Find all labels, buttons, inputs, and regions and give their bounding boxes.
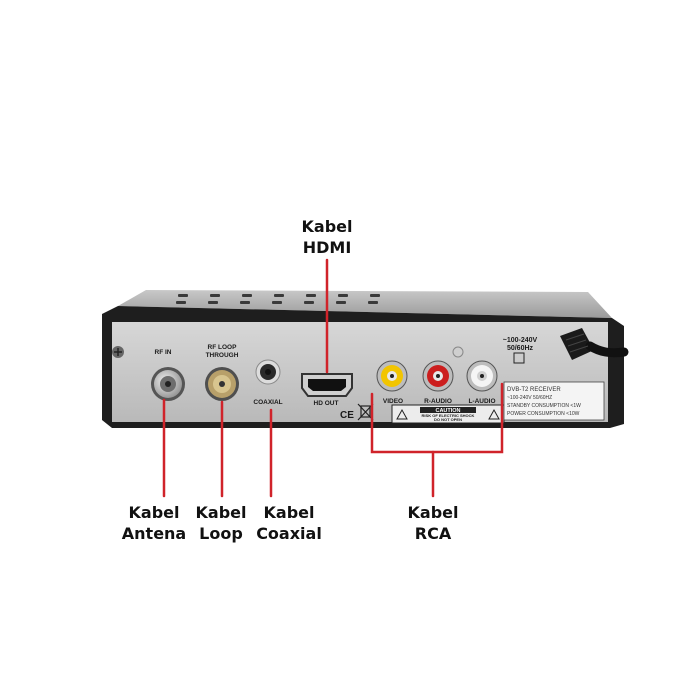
vent-slots xyxy=(176,294,380,304)
power-label-1: ~100-240V xyxy=(503,337,538,344)
rca-r-audio-jack xyxy=(422,360,454,392)
kabel-hdmi-line2: HDMI xyxy=(302,238,352,257)
kabel-hdmi-callout: Kabel HDMI xyxy=(287,216,367,258)
caution-sub-1: RISK OF ELECTRIC SHOCK xyxy=(422,413,475,418)
kabel-coaxial-callout: Kabel Coaxial xyxy=(244,502,334,544)
rf-loop-connector xyxy=(205,367,239,401)
kabel-hdmi-line1: Kabel xyxy=(301,217,353,236)
rf-in-label: RF IN xyxy=(155,349,172,356)
r-audio-label: R-AUDIO xyxy=(424,398,452,405)
callout-lines xyxy=(162,258,504,498)
kabel-coaxial-line1: Kabel xyxy=(263,503,315,522)
coaxial-label: COAXIAL xyxy=(253,399,282,406)
kabel-loop-line2: Loop xyxy=(199,524,243,543)
hdmi-port xyxy=(301,373,353,397)
l-audio-label: L-AUDIO xyxy=(468,398,495,405)
ground-screw xyxy=(452,346,464,358)
power-label-2: 50/60Hz xyxy=(507,345,534,352)
rf-loop-label-1: RF LOOP xyxy=(208,344,238,351)
kabel-loop-callout: Kabel Loop xyxy=(186,502,256,544)
power-cord xyxy=(560,328,629,360)
spec-line-3: STANDBY CONSUMPTION <1W xyxy=(507,403,581,409)
ce-mark: CE xyxy=(340,410,354,421)
rf-loop-label-2: THROUGH xyxy=(206,352,239,359)
kabel-antena-line2: Antena xyxy=(121,524,187,543)
kabel-rca-callout: Kabel RCA xyxy=(393,502,473,544)
kabel-loop-line1: Kabel xyxy=(195,503,247,522)
hd-out-label: HD OUT xyxy=(314,400,339,407)
screw xyxy=(112,346,124,358)
kabel-rca-line1: Kabel xyxy=(407,503,459,522)
rca-video-jack xyxy=(376,360,408,392)
kabel-antena-line1: Kabel xyxy=(128,503,180,522)
video-label: VIDEO xyxy=(383,398,403,405)
coaxial-connector xyxy=(255,359,281,385)
top-cover xyxy=(118,290,612,318)
rf-in-connector xyxy=(151,367,185,401)
spec-sticker xyxy=(503,381,605,421)
rca-l-audio-jack xyxy=(466,360,498,392)
double-insulation-icon xyxy=(513,352,525,364)
caution-text: CAUTION xyxy=(435,408,460,414)
spec-line-1: DVB-T2 RECEIVER xyxy=(507,387,561,393)
rca-callout-bracket xyxy=(370,382,504,454)
spec-line-2: ~100-240V 50/60HZ xyxy=(507,395,552,401)
kabel-rca-line2: RCA xyxy=(414,524,452,543)
spec-line-4: POWER CONSUMPTION <10W xyxy=(507,411,580,417)
caution-sub-2: DO NOT OPEN xyxy=(434,417,462,422)
weee-bin-icon xyxy=(357,403,374,421)
kabel-coaxial-line2: Coaxial xyxy=(256,524,322,543)
kabel-antena-callout: Kabel Antena xyxy=(114,502,194,544)
